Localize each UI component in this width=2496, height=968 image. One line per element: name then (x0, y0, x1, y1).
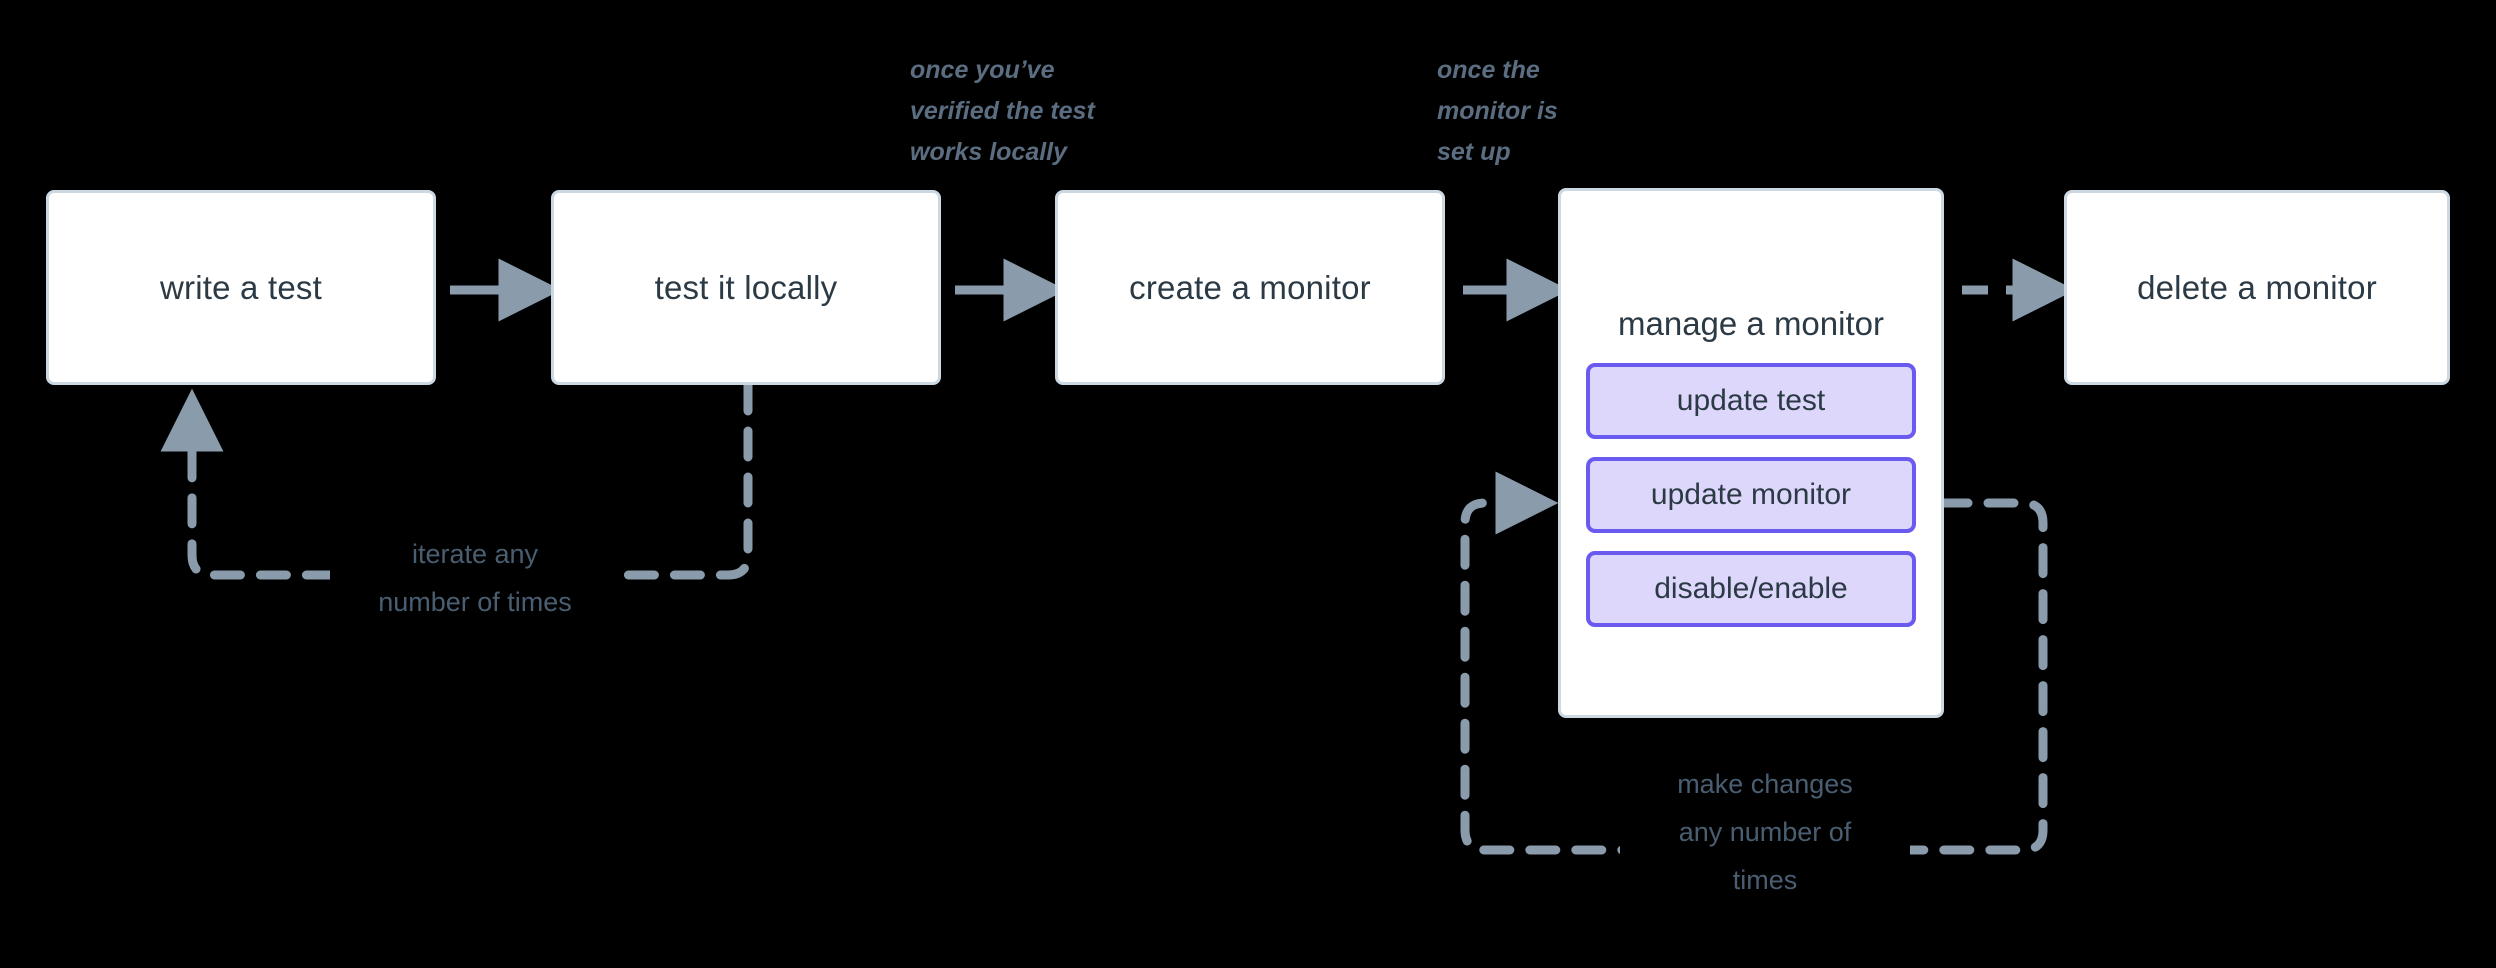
node-label-test-it-locally: test it locally (654, 268, 838, 306)
node-delete-a-monitor[interactable]: delete a monitor (2064, 190, 2450, 385)
sub-node-label-update-test: update test (1676, 384, 1826, 417)
node-manage-a-monitor[interactable]: manage a monitor update test update moni… (1558, 188, 1944, 718)
sub-node-label-update-monitor: update monitor (1650, 478, 1852, 511)
sub-node-update-monitor[interactable]: update monitor (1586, 457, 1916, 533)
edge-note-monitor-set-up: once the monitor is set up (1437, 56, 1558, 166)
loop-label-iterate: iterate any number of times (330, 530, 620, 626)
sub-node-disable-enable[interactable]: disable/enable (1586, 551, 1916, 627)
sub-node-update-test[interactable]: update test (1586, 363, 1916, 439)
node-label-delete-a-monitor: delete a monitor (2137, 268, 2377, 306)
edge-note-verified: once you’ve verified the test works loca… (910, 56, 1095, 166)
sub-node-label-disable-enable: disable/enable (1654, 572, 1848, 605)
node-create-a-monitor[interactable]: create a monitor (1055, 190, 1445, 385)
node-label-create-a-monitor: create a monitor (1129, 268, 1371, 306)
node-label-write-a-test: write a test (160, 268, 322, 306)
node-test-it-locally[interactable]: test it locally (551, 190, 941, 385)
manage-sub-node-list: update test update monitor disable/enabl… (1561, 363, 1941, 649)
loop-label-make-changes: make changes any number of times (1620, 760, 1910, 904)
node-label-manage-a-monitor: manage a monitor (1618, 305, 1884, 342)
node-write-a-test[interactable]: write a test (46, 190, 436, 385)
